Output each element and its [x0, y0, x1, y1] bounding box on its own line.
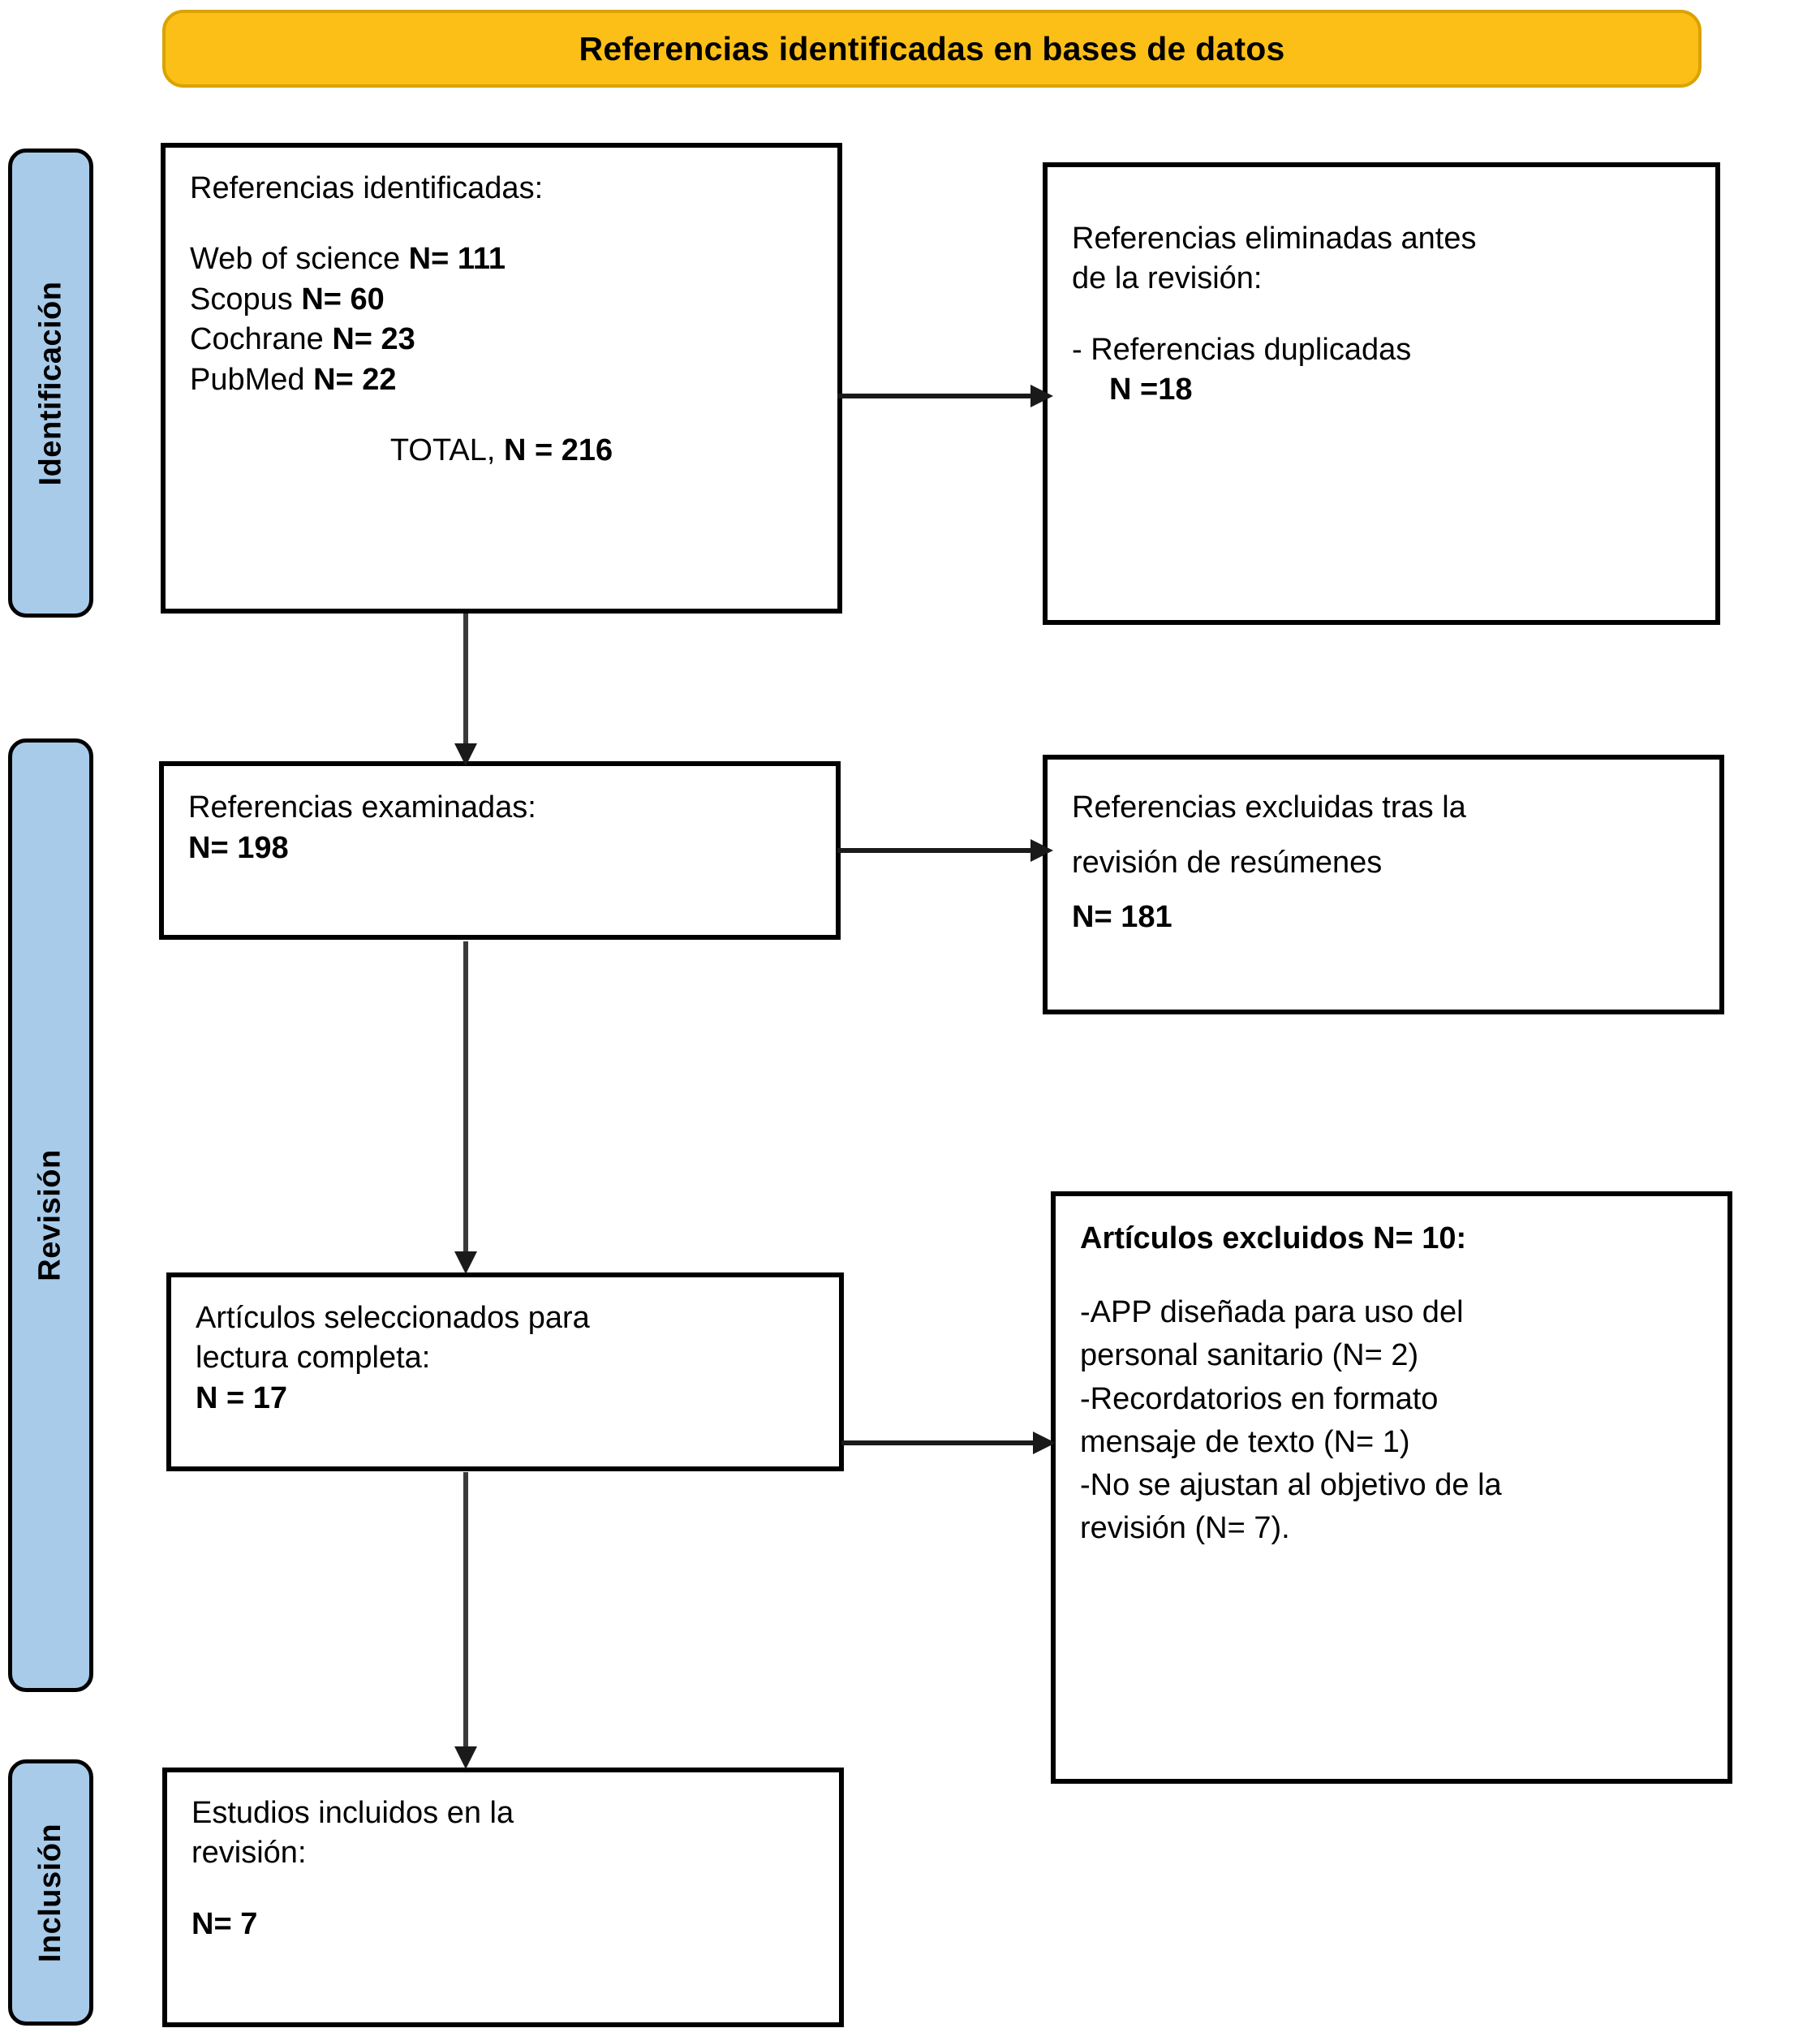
box-articulos-seleccionados: Artículos seleccionados para lectura com…: [166, 1272, 844, 1471]
eliminadas-line-1: Referencias eliminadas antes: [1072, 222, 1477, 256]
box-referencias-identificadas: Referencias identificadas: Web of scienc…: [161, 143, 842, 614]
box-referencias-excluidas: Referencias excluidas tras la revisión d…: [1043, 755, 1724, 1014]
total-label: TOTAL,: [389, 433, 504, 467]
examinadas-heading: Referencias examinadas:: [188, 790, 536, 825]
arrow-examinadas-to-seleccionados: [445, 941, 487, 1276]
identificadas-spacer-2: [190, 400, 813, 431]
stage-label-identificacion: Identificación: [33, 281, 68, 485]
stage-bar-revision: Revisión: [8, 738, 93, 1692]
articulos-excluidos-spacer: [1080, 1260, 1703, 1291]
eliminadas-bullet-count: N =18: [1109, 372, 1193, 407]
exclusion-reason-line: -Recordatorios en formato: [1080, 1381, 1439, 1416]
box-referencias-eliminadas: Referencias eliminadas antes de la revis…: [1043, 162, 1720, 625]
box-estudios-incluidos: Estudios incluidos en la revisión: N= 7: [162, 1768, 844, 2027]
identificadas-heading: Referencias identificadas:: [190, 171, 544, 205]
exclusion-reason-line: mensaje de texto (N= 1): [1080, 1424, 1410, 1459]
examinadas-count: N= 198: [188, 831, 289, 866]
arrow-examinadas-to-excluidas: [836, 828, 1055, 873]
arrow-seleccionados-to-incluidos: [445, 1472, 487, 1771]
excluidas-count: N= 181: [1072, 900, 1172, 935]
source-name: Cochrane: [190, 322, 333, 357]
exclusion-reason-line: -APP diseñada para uso del: [1080, 1295, 1464, 1330]
box-articulos-excluidos: Artículos excluidos N= 10: -APP diseñada…: [1051, 1191, 1732, 1784]
articulos-excluidos-heading: Artículos excluidos N= 10:: [1080, 1221, 1467, 1255]
eliminadas-bullet: - Referencias duplicadas: [1072, 332, 1412, 367]
source-count: N= 111: [408, 242, 506, 277]
excluidas-line-1: Referencias excluidas tras la: [1072, 790, 1466, 825]
stage-label-revision: Revisión: [33, 1149, 68, 1281]
seleccionados-count: N = 17: [196, 1380, 288, 1415]
diagram-title: Referencias identificadas en bases de da…: [579, 29, 1285, 67]
diagram-title-banner: Referencias identificadas en bases de da…: [162, 10, 1702, 88]
source-count: N= 22: [313, 362, 397, 397]
box-referencias-examinadas: Referencias examinadas: N= 198: [159, 761, 841, 940]
incluidos-line-1: Estudios incluidos en la: [191, 1796, 514, 1830]
identificadas-spacer: [190, 209, 813, 239]
source-count: N= 60: [301, 282, 385, 316]
exclusion-reason-line: -No se ajustan al objetivo de la: [1080, 1467, 1502, 1502]
source-count: N= 23: [332, 322, 415, 357]
source-name: Web of science: [190, 242, 409, 277]
exclusion-reason-line: personal sanitario (N= 2): [1080, 1338, 1419, 1373]
incluidos-spacer: [191, 1874, 815, 1905]
excluidas-line-2: revisión de resúmenes: [1072, 845, 1383, 880]
source-row-web-of-science: Web of science N= 111: [190, 239, 813, 279]
source-name: PubMed: [190, 362, 314, 397]
source-row-scopus: Scopus N= 60: [190, 280, 813, 320]
arrow-identificadas-to-examinadas: [445, 614, 487, 768]
eliminadas-line-2: de la revisión:: [1072, 261, 1263, 296]
source-row-cochrane: Cochrane N= 23: [190, 320, 813, 360]
arrow-identificadas-to-eliminadas: [836, 373, 1055, 419]
stage-bar-identificacion: Identificación: [8, 149, 93, 618]
source-row-pubmed: PubMed N= 22: [190, 360, 813, 400]
total-value: N = 216: [503, 433, 613, 467]
stage-bar-inclusion: Inclusión: [8, 1759, 93, 2026]
eliminadas-spacer-top: [1072, 188, 1691, 219]
source-name: Scopus: [190, 282, 302, 316]
stage-label-inclusion: Inclusión: [33, 1823, 68, 1962]
eliminadas-spacer: [1072, 299, 1691, 330]
identificadas-total: TOTAL, N = 216: [190, 431, 813, 471]
arrow-seleccionados-to-articulos-excluidos: [840, 1420, 1057, 1466]
seleccionados-line-2: lectura completa:: [196, 1341, 431, 1376]
incluidos-line-2: revisión:: [191, 1836, 307, 1871]
incluidos-count: N= 7: [191, 1906, 258, 1941]
exclusion-reason-line: revisión (N= 7).: [1080, 1511, 1290, 1546]
seleccionados-line-1: Artículos seleccionados para: [196, 1301, 590, 1335]
